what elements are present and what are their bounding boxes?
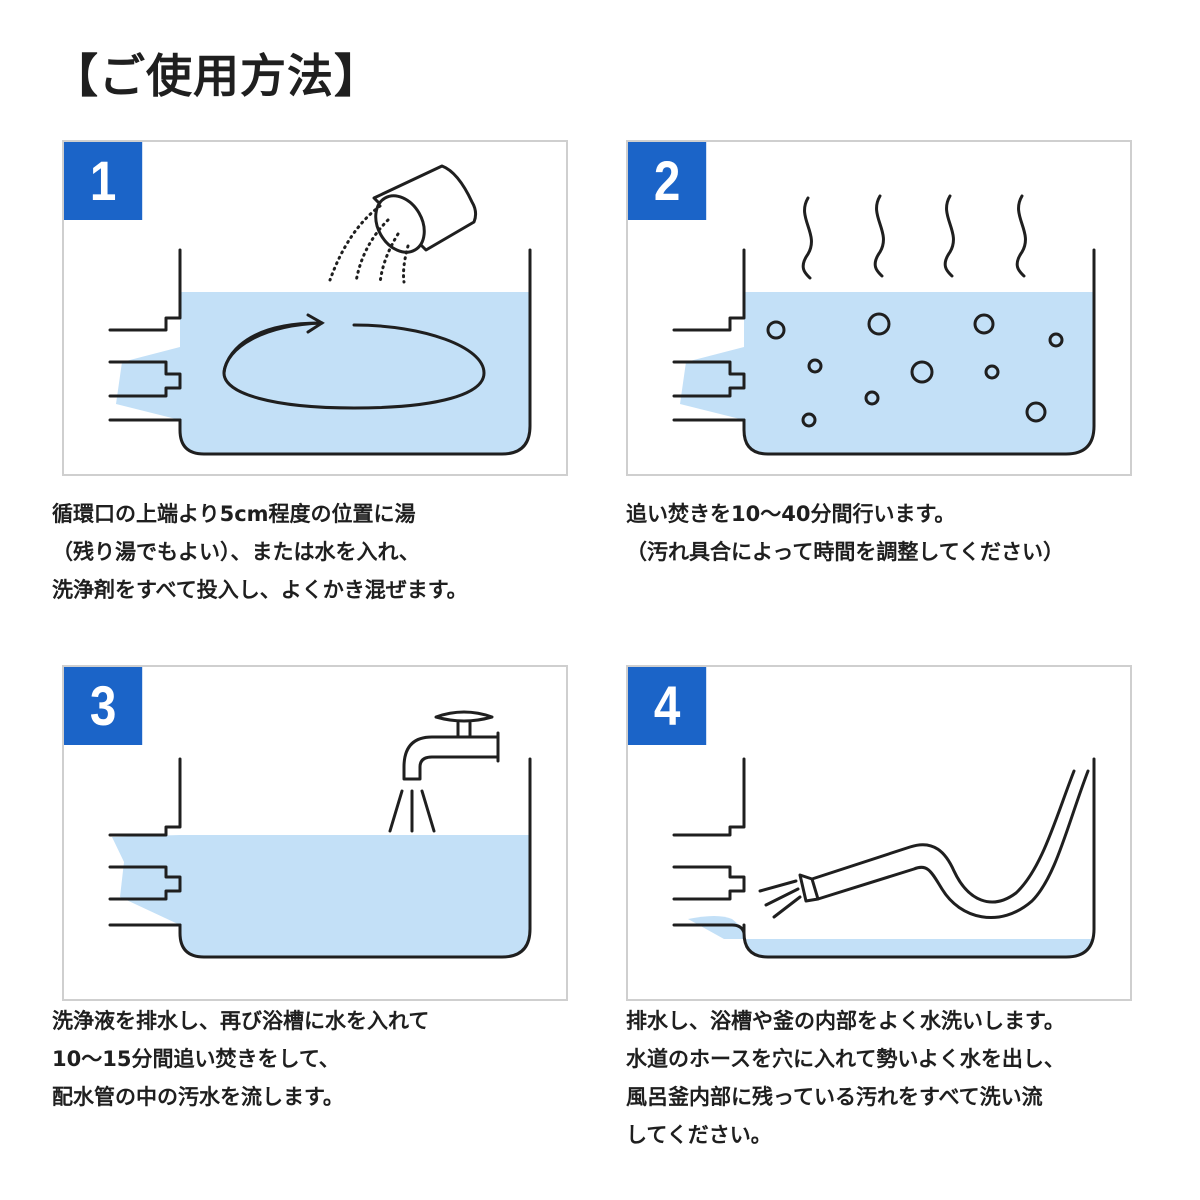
step-2-line-1: 追い焚きを10〜40分間行います。: [626, 502, 956, 526]
faucet-icon: [402, 710, 500, 781]
step-3-line-2: 10〜15分間追い焚きをして、: [52, 1047, 340, 1071]
step-3-line-3: 配水管の中の汚水を流します。: [52, 1085, 344, 1109]
step-1-panel: 1: [62, 140, 568, 476]
pipe-water: [116, 347, 180, 420]
step-4-line-1: 排水し、浴槽や釜の内部をよく水洗いします。: [626, 1009, 1065, 1033]
water-spray: [758, 879, 802, 919]
step-1-line-1: 循環口の上端より5cm程度の位置に湯: [52, 502, 416, 526]
step-3-panel: 3: [62, 665, 568, 1001]
step-4-line-4: してください。: [626, 1123, 772, 1147]
step-2-line-2: （汚れ具合によって時間を調整してください）: [626, 540, 1065, 564]
step-1-number: 1: [64, 142, 143, 220]
steam-icon: [801, 194, 1027, 280]
pipe-water: [112, 835, 180, 925]
pipe-water: [688, 916, 744, 939]
step-3-description: 洗浄液を排水し、再び浴槽に水を入れて 10〜15分間追い焚きをして、 配水管の中…: [52, 1002, 612, 1116]
stir-arrow-icon: [222, 313, 486, 410]
step-1-line-2: （残り湯でもよい）、または水を入れ、: [52, 540, 420, 564]
step-4-description: 排水し、浴槽や釜の内部をよく水洗いします。 水道のホースを穴に入れて勢いよく水を…: [626, 1002, 1186, 1154]
bath-water: [180, 835, 530, 957]
page-title: 【ご使用方法】: [52, 49, 381, 103]
step-1-description: 循環口の上端より5cm程度の位置に湯 （残り湯でもよい）、または水を入れ、 洗浄…: [52, 495, 612, 609]
step-2-number: 2: [628, 142, 707, 220]
step-4-line-2: 水道のホースを穴に入れて勢いよく水を出し、: [626, 1047, 1065, 1071]
step-3-line-1: 洗浄液を排水し、再び浴槽に水を入れて: [52, 1009, 430, 1033]
step-1-illustration: [108, 164, 532, 456]
bath-water: [744, 935, 1094, 957]
step-2-description: 追い焚きを10〜40分間行います。 （汚れ具合によって時間を調整してください）: [626, 495, 1186, 571]
pipe-water: [680, 347, 744, 420]
step-4-line-3: 風呂釜内部に残っている汚れをすべて洗い流: [626, 1085, 1043, 1109]
hose-icon: [798, 769, 1090, 919]
step-2-panel: 2: [626, 140, 1132, 476]
step-2-illustration: [672, 194, 1096, 456]
bath-water: [744, 292, 1094, 454]
bath-tub: [108, 248, 532, 456]
bath-tub: [672, 248, 1096, 456]
bubbles: [766, 312, 1064, 428]
step-3-number: 3: [64, 667, 143, 745]
water-stream: [388, 789, 436, 833]
detergent-cup-icon: [372, 164, 478, 254]
step-1-line-3: 洗浄剤をすべて投入し、よくかき混ぜます。: [52, 578, 468, 602]
bath-tub: [672, 757, 1096, 959]
powder-dots: [328, 204, 410, 286]
step-4-illustration: [672, 757, 1096, 959]
bath-tub: [108, 757, 532, 959]
bath-water: [180, 292, 530, 454]
step-4-number: 4: [628, 667, 707, 745]
step-3-illustration: [108, 710, 532, 959]
step-4-panel: 4: [626, 665, 1132, 1001]
